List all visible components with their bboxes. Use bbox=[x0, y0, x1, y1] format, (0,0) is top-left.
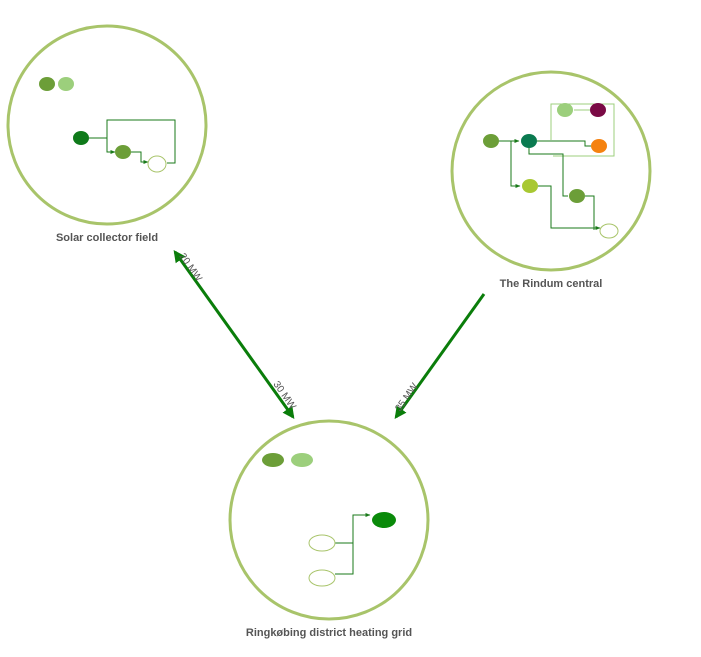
legend-node-dark[interactable] bbox=[39, 77, 55, 91]
node-rindum-output[interactable] bbox=[599, 223, 619, 239]
node-rindum-purple[interactable] bbox=[590, 103, 606, 117]
link-rindum-out bbox=[585, 195, 595, 230]
node-rindum-lime[interactable] bbox=[522, 179, 538, 193]
node-grid-input-2[interactable] bbox=[308, 569, 336, 587]
node-solar-source[interactable] bbox=[73, 131, 89, 145]
node-rindum-teal[interactable] bbox=[521, 134, 537, 148]
edge-label-rindum: 35 MW bbox=[393, 381, 420, 414]
link-rindum-orange bbox=[537, 140, 591, 147]
node-rindum-source[interactable] bbox=[483, 134, 499, 148]
link-grid-top bbox=[335, 513, 371, 544]
cluster-label: Ringkøbing district heating grid bbox=[246, 627, 412, 639]
link-solar-loop bbox=[89, 119, 176, 164]
link-solar-out bbox=[131, 151, 149, 164]
legend-node-light[interactable] bbox=[58, 77, 74, 91]
cluster-label: The Rindum central bbox=[500, 278, 603, 290]
node-rindum-light[interactable] bbox=[557, 103, 573, 117]
cluster-solar-collector-field[interactable]: Solar collector field bbox=[6, 24, 208, 244]
edge-rindum-grid[interactable]: 35 MW bbox=[393, 293, 486, 419]
cluster-ring bbox=[450, 70, 652, 272]
node-solar-collector[interactable] bbox=[115, 145, 131, 159]
edge-solar-grid-line bbox=[173, 250, 295, 419]
legend-node-dark[interactable] bbox=[262, 453, 284, 467]
cluster-ringkobing-heating-grid[interactable]: Ringkøbing district heating grid bbox=[228, 419, 430, 639]
node-grid-consumer[interactable] bbox=[372, 512, 396, 528]
node-rindum-orange[interactable] bbox=[591, 139, 607, 153]
link-grid-bottom bbox=[335, 543, 354, 575]
node-solar-output[interactable] bbox=[147, 155, 167, 173]
edge-rindum-grid-line bbox=[394, 293, 486, 419]
link-rindum-down bbox=[528, 148, 568, 197]
edge-label-solar-end: 20 MW bbox=[177, 251, 204, 284]
link-rindum-bottom bbox=[538, 185, 601, 230]
link-rindum-top bbox=[550, 103, 615, 157]
node-grid-input-1[interactable] bbox=[308, 534, 336, 552]
cluster-rindum-central[interactable]: The Rindum central bbox=[450, 70, 652, 290]
legend-node-light[interactable] bbox=[291, 453, 313, 467]
link-rindum-lime bbox=[510, 141, 521, 188]
edge-solar-grid[interactable]: 20 MW 30 MW bbox=[173, 250, 298, 419]
link-solar-branch bbox=[106, 138, 116, 154]
node-rindum-green[interactable] bbox=[569, 189, 585, 203]
cluster-label: Solar collector field bbox=[56, 232, 158, 244]
cluster-ring bbox=[228, 419, 430, 621]
